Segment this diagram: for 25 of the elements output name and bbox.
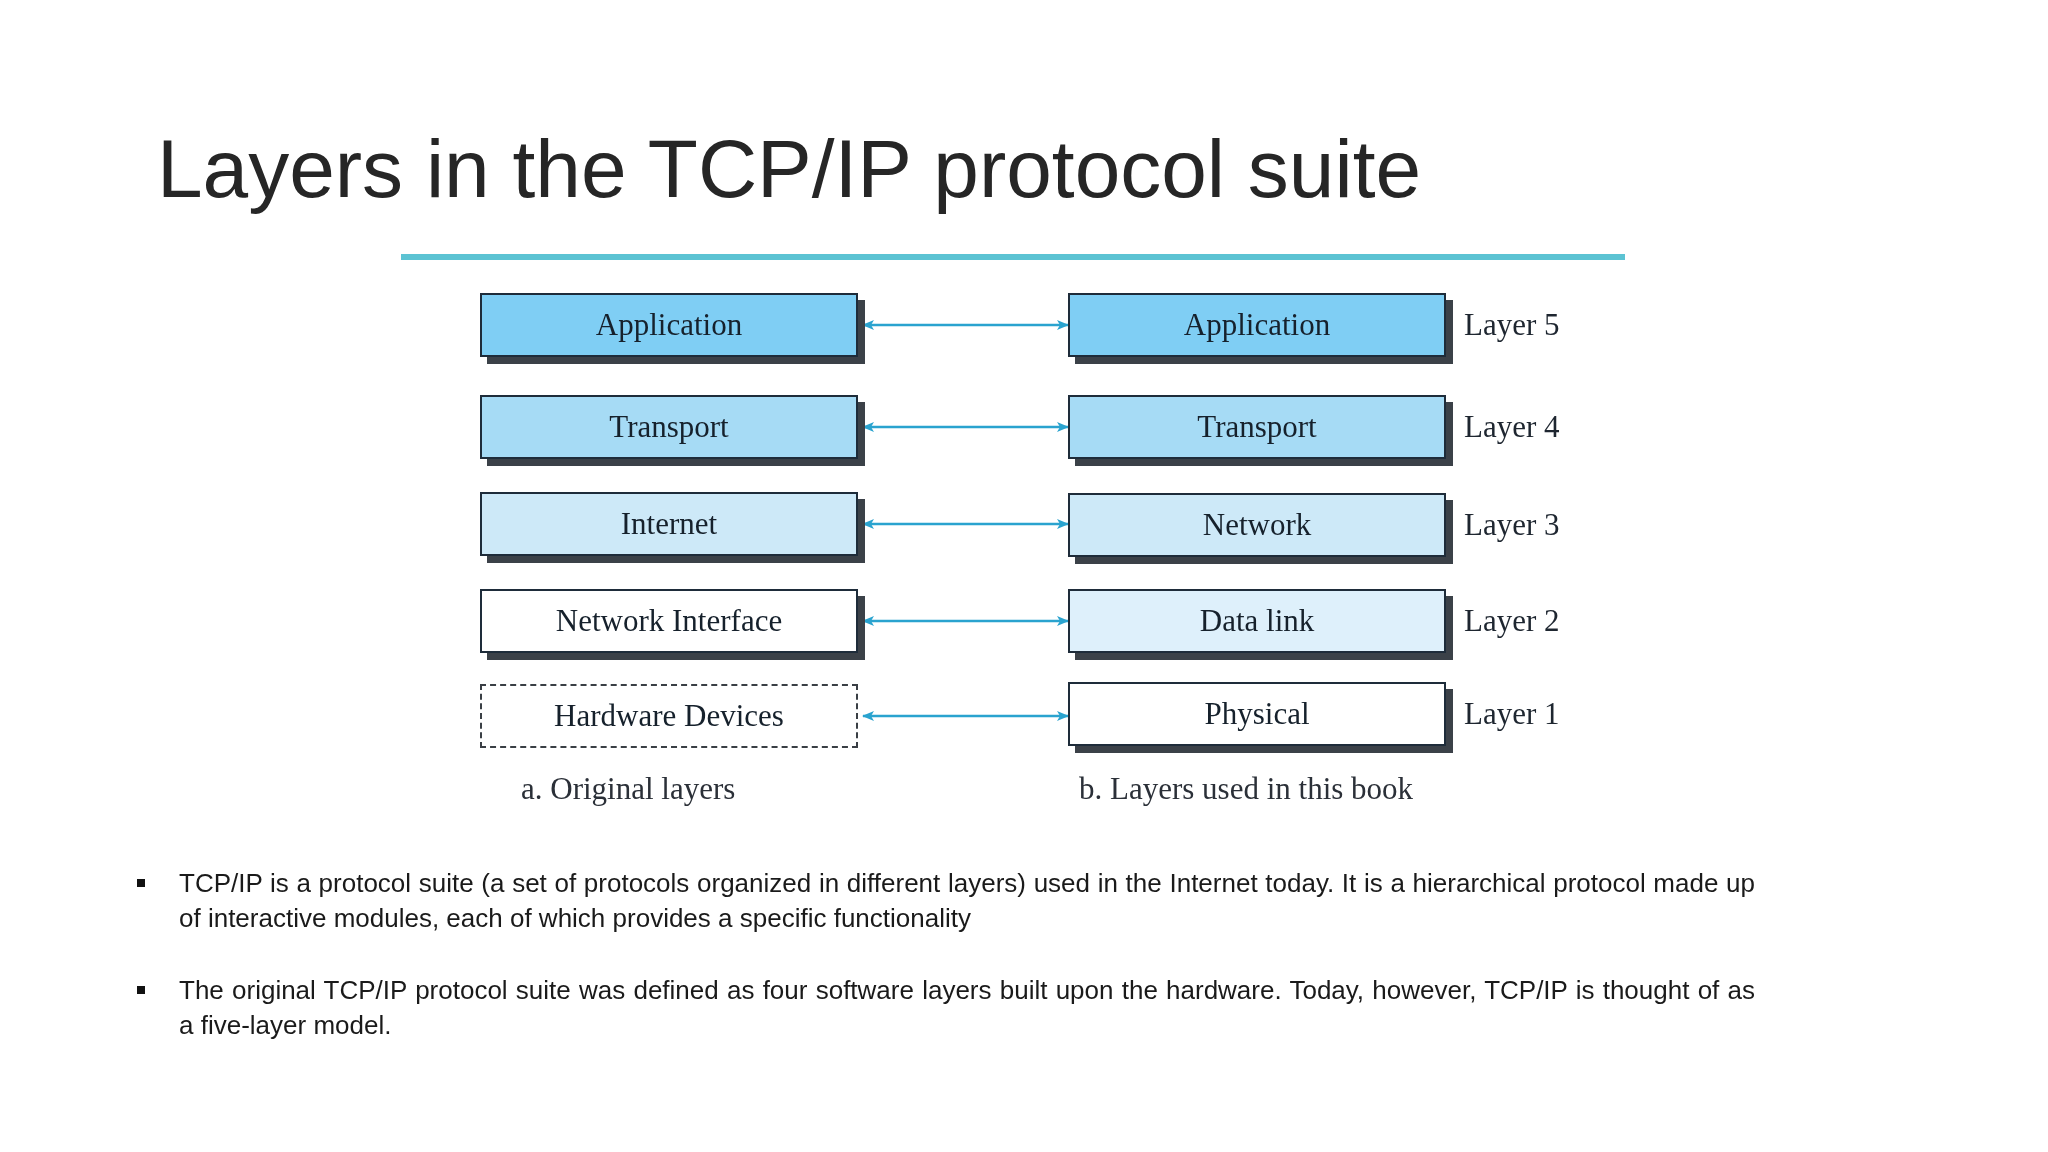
layer-label: Application [1183,307,1331,343]
layer-label: Transport [609,409,729,445]
layer-label: Hardware Devices [554,698,784,734]
layer-box [480,684,858,748]
layer-label: Application [595,307,743,343]
double-arrow [862,519,1069,529]
layer-number-label: Layer 5 [1464,307,1560,343]
double-arrow [862,711,1069,721]
layer-label: Internet [620,506,718,542]
double-arrow [862,422,1069,432]
bullet-text: The original TCP/IP protocol suite was defined as four software layers built upon the hardware. Today, however, TCP/IP is thought of as a five-layer model. [179,974,1755,1042]
double-arrow [862,616,1069,626]
layer-number-label: Layer 2 [1464,603,1560,639]
layer-number-label: Layer 1 [1464,696,1560,732]
layer-number-label: Layer 4 [1464,409,1560,445]
double-arrow [862,320,1069,330]
figure-caption: a. Original layers [521,771,736,807]
layer-number-label: Layer 3 [1464,507,1560,543]
figure-caption: b. Layers used in this book [1079,771,1414,807]
layer-label: Network [1202,507,1312,543]
layer-label: Transport [1197,409,1317,445]
layer-label: Physical [1204,696,1310,732]
layer-label: Data link [1199,603,1315,639]
bullet-text: TCP/IP is a protocol suite (a set of protocols organized in different layers) used in the Internet today. It is a hierarchical protocol made up of interactive modules, each of which provides a specific functionality [179,867,1755,935]
layer-label: Network Interface [555,603,783,639]
